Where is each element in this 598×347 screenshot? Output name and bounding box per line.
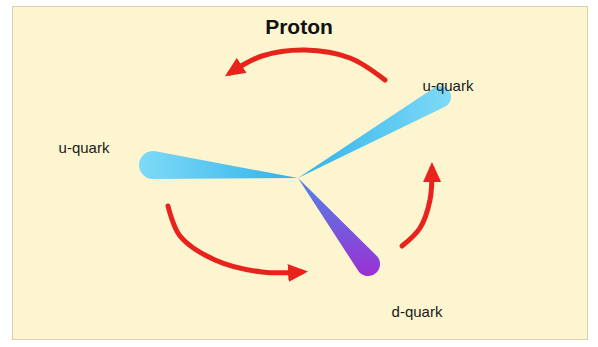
rotation-arrow: [402, 168, 432, 246]
rotation-arrow: [168, 206, 302, 273]
quark-blade: [298, 178, 380, 276]
quark-blade: [139, 151, 298, 179]
quark-label: u-quark: [59, 139, 110, 157]
quark-blade: [298, 86, 451, 178]
quark-label-box: u-quark: [55, 137, 114, 159]
quark-label-box: d-quark: [388, 301, 447, 323]
quark-label: u-quark: [423, 77, 474, 95]
diagram-title: Proton: [265, 15, 333, 39]
background-panel: [12, 6, 588, 340]
rotation-arrow: [230, 50, 385, 80]
quark-label: d-quark: [392, 303, 443, 321]
quark-label-box: u-quark: [419, 75, 478, 97]
